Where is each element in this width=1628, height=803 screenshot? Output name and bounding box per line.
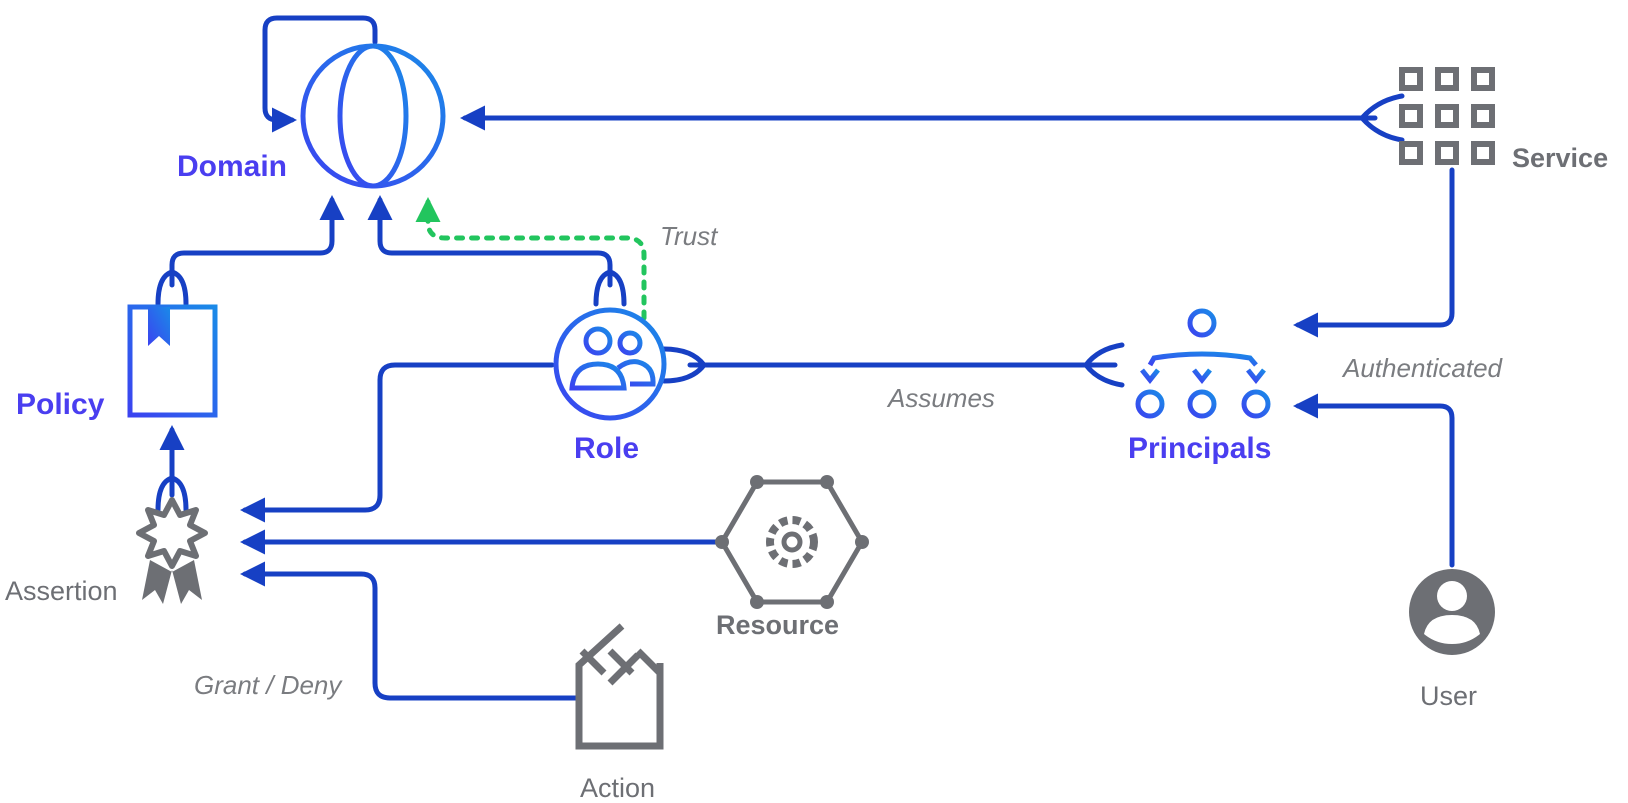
- trust-edge-label: Trust: [660, 221, 718, 251]
- authenticated-edge-label: Authenticated: [1343, 353, 1503, 383]
- assertion-label: Assertion: [5, 576, 118, 606]
- edge-domain-self: [262, 15, 378, 133]
- crowfoot-principals-left: [1083, 342, 1125, 388]
- user-icon[interactable]: [1409, 569, 1495, 655]
- assumes-edge-label: Assumes: [888, 383, 995, 413]
- clapperboard-icon[interactable]: [575, 623, 664, 750]
- group-icon[interactable]: [553, 307, 667, 421]
- edge-role-assertion: [240, 362, 555, 523]
- user-label: User: [1420, 681, 1478, 711]
- service-label: Service: [1512, 143, 1609, 173]
- grid-icon[interactable]: [1399, 67, 1495, 165]
- edge-action-assertion: [240, 561, 581, 701]
- hierarchy-icon[interactable]: [1135, 308, 1271, 419]
- crowfoot-role-top: [593, 269, 627, 307]
- resource-label: Resource: [716, 610, 840, 640]
- award-icon[interactable]: [136, 497, 208, 604]
- domain-label: Domain: [177, 150, 288, 183]
- edge-user-principals: [1293, 393, 1455, 568]
- crowfoot-policy-top: [155, 269, 189, 307]
- edge-trust: [415, 197, 647, 321]
- principals-label: Principals: [1128, 432, 1272, 465]
- edge-service-principals: [1293, 167, 1455, 338]
- crowfoot-assertion-top: [155, 475, 189, 513]
- document-icon[interactable]: [127, 304, 218, 418]
- edge-policy-domain: [169, 195, 345, 288]
- role-label: Role: [574, 432, 640, 465]
- crowfoot-service: [1359, 93, 1405, 143]
- globe-icon[interactable]: [300, 43, 446, 189]
- crowfoot-role-right: [661, 346, 707, 384]
- grant-deny-edge-label: Grant / Deny: [194, 670, 342, 700]
- policy-label: Policy: [16, 388, 105, 421]
- action-label: Action: [580, 773, 656, 803]
- gear-hexagon-icon[interactable]: [715, 475, 869, 609]
- edge-role-domain: [367, 195, 613, 288]
